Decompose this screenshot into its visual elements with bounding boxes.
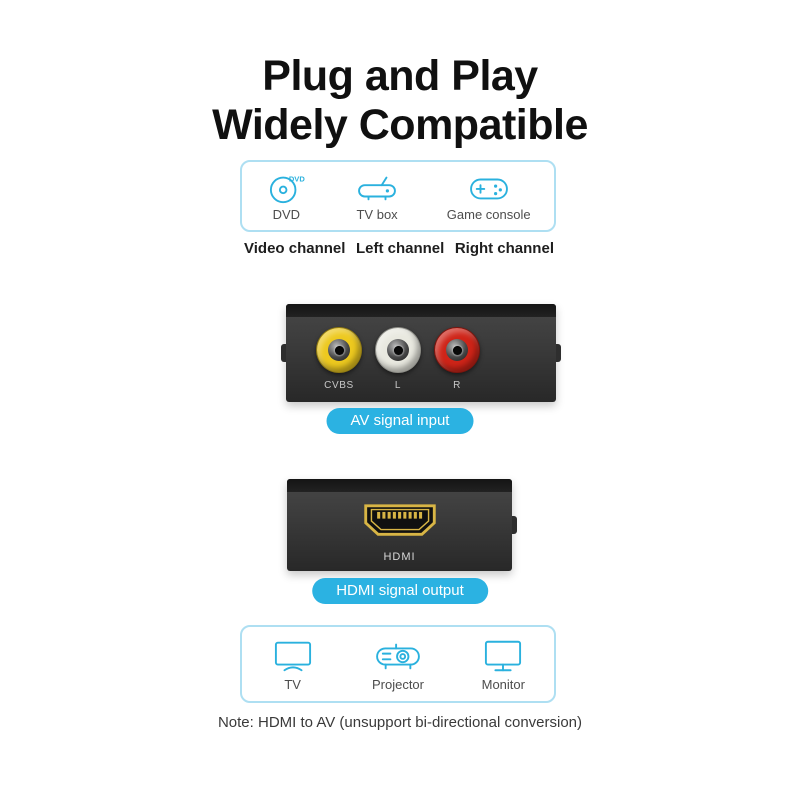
title-line-2: Widely Compatible	[212, 101, 588, 149]
source-devices-box: DVD DVD TV box	[240, 160, 556, 232]
output-item-projector: Projector	[372, 637, 424, 692]
source-label-dvd: DVD	[272, 206, 301, 222]
device-top-edge	[286, 304, 556, 317]
av-signal-input-badge: AV signal input	[326, 408, 474, 434]
rca-jack-cvbs: CVBS	[316, 327, 362, 391]
channel-labels-row: Video channel Left channel Right channel	[244, 240, 554, 257]
rca-jack-left-socket	[387, 339, 409, 361]
output-label-projector: Projector	[371, 676, 424, 692]
output-label-monitor: Monitor	[481, 676, 525, 692]
device-side-tab	[281, 344, 286, 362]
rca-jack-left-audio: L	[375, 327, 421, 391]
channel-label-video: Video channel	[244, 240, 346, 257]
source-item-dvd: DVD DVD	[265, 171, 307, 222]
channel-label-right: Right channel	[454, 240, 554, 257]
rca-jack-right-ring	[434, 327, 480, 373]
hdmi-port-icon	[357, 501, 443, 546]
rca-jack-cvbs-label: CVBS	[324, 380, 354, 391]
av-converter-front: CVBS L R	[281, 304, 561, 402]
source-label-tv-box: TV box	[356, 206, 398, 222]
rca-jack-right-audio: R	[434, 327, 480, 391]
hdmi-port-label: HDMI	[383, 551, 416, 563]
source-item-tv-box: TV box	[354, 171, 400, 222]
device-side-tab	[556, 344, 561, 362]
rca-jack-left-label: L	[394, 380, 402, 391]
projector-icon	[373, 637, 423, 675]
rca-jack-left-ring	[375, 327, 421, 373]
rca-jacks-row: CVBS L R	[316, 327, 480, 391]
output-item-monitor: Monitor	[481, 637, 525, 692]
svg-text:DVD: DVD	[289, 174, 305, 183]
rca-jack-cvbs-ring	[316, 327, 362, 373]
source-item-game-console: Game console	[447, 171, 531, 222]
output-item-tv: TV	[271, 637, 315, 692]
device-top-edge	[287, 479, 512, 492]
tv-box-icon	[354, 171, 400, 205]
note-text: Note: HDMI to AV (unsupport bi-direction…	[217, 714, 583, 731]
hdmi-converter-front: HDMI	[287, 479, 517, 571]
channel-label-left: Left channel	[355, 240, 445, 257]
title-line-1: Plug and Play	[262, 52, 538, 100]
page-title: Plug and Play Widely Compatible	[0, 52, 800, 150]
output-label-tv: TV	[284, 676, 301, 692]
output-devices-box: TV Projector	[240, 625, 556, 703]
dvd-icon: DVD	[265, 171, 307, 205]
source-label-game-console: Game console	[446, 206, 531, 222]
rca-jack-right-socket	[446, 339, 468, 361]
rca-jack-cvbs-socket	[328, 339, 350, 361]
hdmi-port: HDMI	[357, 501, 443, 563]
monitor-icon	[481, 637, 525, 675]
tv-icon	[271, 637, 315, 675]
device-side-tab	[512, 516, 517, 534]
hdmi-signal-output-badge: HDMI signal output	[312, 578, 488, 604]
game-console-icon	[466, 171, 512, 205]
rca-jack-right-label: R	[453, 380, 461, 391]
